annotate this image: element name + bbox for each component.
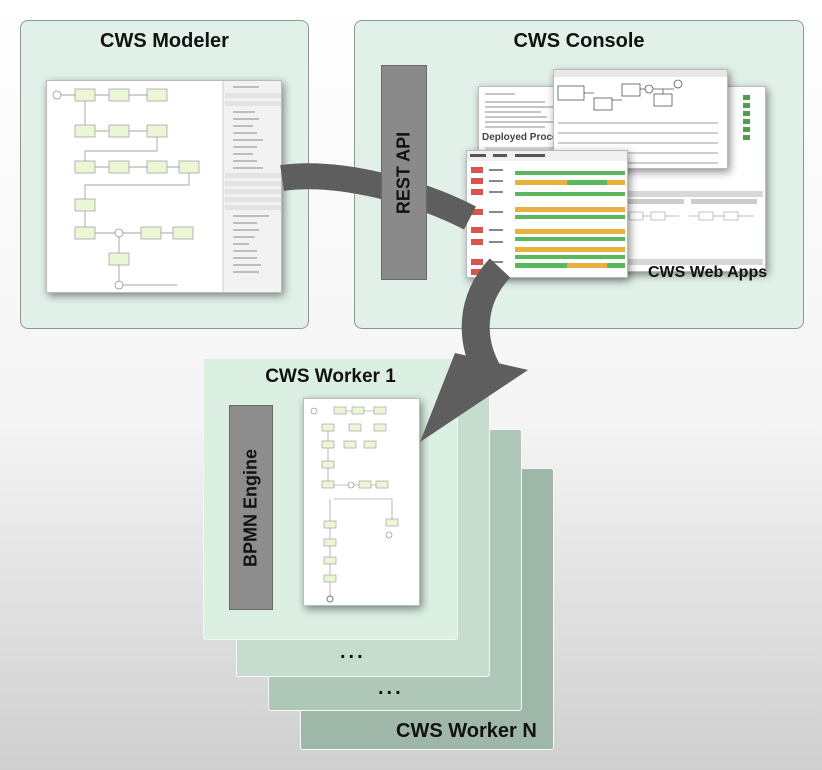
console-to-worker-arrow xyxy=(461,258,511,379)
bpmn-engine-bar: BPMN Engine xyxy=(229,405,273,610)
worker-process-diagram xyxy=(303,398,420,606)
web-apps-label: CWS Web Apps xyxy=(648,264,768,281)
worker-n-title: CWS Worker N xyxy=(396,720,537,742)
modeler-screenshot xyxy=(46,80,282,293)
modeler-to-console-arrow xyxy=(280,163,476,230)
arrowhead xyxy=(420,353,528,442)
deployed-processes-heading: Deployed Processes xyxy=(482,132,580,143)
rest-api-bar: REST API xyxy=(381,65,427,280)
worker-1-title: CWS Worker 1 xyxy=(265,366,396,387)
ellipsis-1: ... xyxy=(340,641,366,663)
modeler-title: CWS Modeler xyxy=(100,30,229,52)
console-title: CWS Console xyxy=(513,30,645,52)
console-workers-screenshot xyxy=(466,150,628,278)
rest-api-label: REST API xyxy=(393,131,414,214)
ellipsis-2: ... xyxy=(378,677,404,699)
